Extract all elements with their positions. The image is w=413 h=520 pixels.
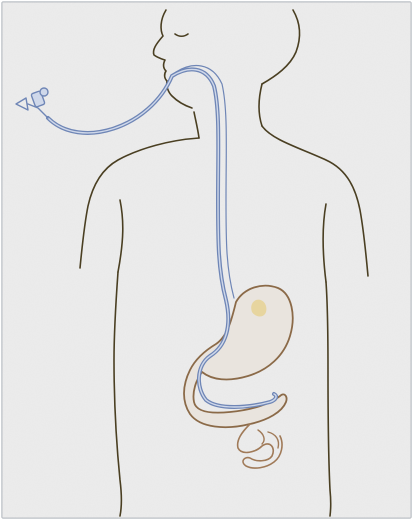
connector-cap: [40, 88, 48, 96]
